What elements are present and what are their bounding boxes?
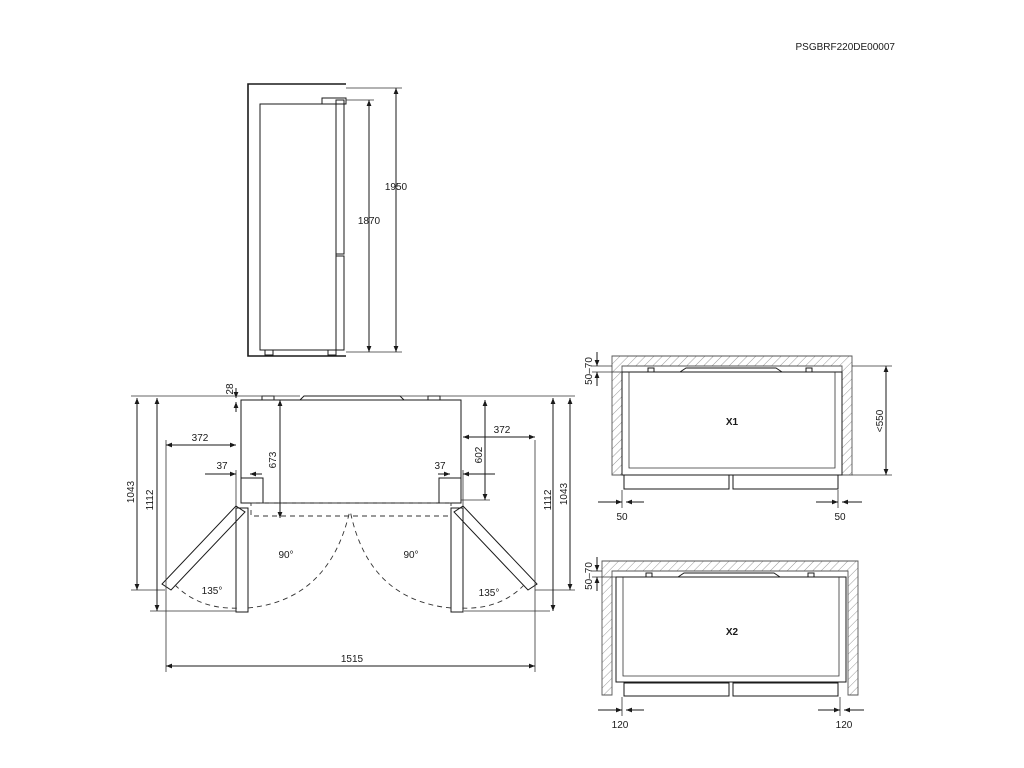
side-hinge-top (321, 97, 347, 105)
angle-label-90-left: 90° (278, 550, 293, 561)
x2-door-right (732, 682, 839, 697)
x1-door-left (623, 474, 730, 490)
install-x1: X1 50–70 <550 50 50 (584, 352, 892, 523)
side-niche (247, 83, 346, 357)
x2-cabinet (615, 576, 847, 683)
product-code: PSGBRF220DE00007 (795, 42, 895, 53)
swing-arc-left (247, 509, 351, 609)
top-back-bump (299, 395, 405, 401)
side-body (259, 103, 337, 351)
top-door-135-right (453, 505, 538, 591)
dim-label-28: 28 (225, 383, 236, 395)
dim-label-1043-right: 1043 (559, 482, 570, 505)
top-view: 90° 90° 135° 135° 28 1043 1112 1112 1043 (126, 383, 575, 672)
side-view: 1950 1870 (247, 83, 408, 357)
angle-label-135-right: 135° (479, 588, 500, 599)
dim-label-1870: 1870 (358, 216, 381, 227)
angle-label-135-left: 135° (202, 586, 223, 597)
x1-door-right (732, 474, 839, 490)
x1-dim-label-side-right: 50 (834, 512, 846, 523)
install-x2: X2 50–70 120 120 (584, 557, 864, 731)
x1-dim-label-depth: <550 (875, 409, 886, 432)
dim-label-673: 673 (268, 451, 279, 468)
swing-arc-135-left (174, 584, 241, 609)
x1-dim-label-gap: 50–70 (584, 357, 595, 385)
x1-back-bump (679, 367, 783, 373)
side-foot-back (327, 349, 337, 356)
dim-label-602: 602 (474, 446, 485, 463)
swing-arc-right (349, 509, 452, 609)
top-cabinet (240, 399, 462, 504)
top-door-front-closed (250, 502, 452, 517)
angle-label-90-right: 90° (403, 550, 418, 561)
dim-label-372-right: 372 (494, 425, 511, 436)
dim-label-1043-left: 1043 (126, 480, 137, 503)
top-door-135-left (161, 505, 246, 591)
dim-label-37-right: 37 (434, 461, 446, 472)
x2-dim-label-side-left: 120 (612, 720, 629, 731)
dim-label-1950: 1950 (385, 182, 408, 193)
x2-wall (601, 560, 859, 696)
top-door-90-left (235, 507, 249, 613)
x2-dim-label-side-right: 120 (836, 720, 853, 731)
x1-wall (611, 355, 853, 476)
top-door-90-right (450, 507, 464, 613)
side-foot-front (264, 349, 274, 356)
x1-dim-label-side-left: 50 (616, 512, 628, 523)
top-back-tab-right (427, 395, 441, 401)
side-door-lower (335, 255, 345, 351)
top-hinge-box-left (240, 477, 264, 504)
dim-label-1112-right: 1112 (543, 489, 554, 510)
dim-label-1112-left: 1112 (145, 489, 156, 510)
x1-cabinet (621, 371, 843, 476)
dim-label-372-left: 372 (192, 433, 209, 444)
dim-label-37-left: 37 (216, 461, 228, 472)
swing-arc-135-right (459, 584, 525, 609)
dim-label-1515: 1515 (341, 654, 364, 665)
x2-back-bump (677, 572, 781, 578)
x2-dim-label-gap: 50–70 (584, 562, 595, 590)
x2-door-left (623, 682, 730, 697)
side-door-upper (335, 99, 345, 255)
x1-label: X1 (726, 417, 739, 428)
top-hinge-box-right (438, 477, 462, 504)
top-back-tab-left (261, 395, 275, 401)
x2-label: X2 (726, 627, 739, 638)
